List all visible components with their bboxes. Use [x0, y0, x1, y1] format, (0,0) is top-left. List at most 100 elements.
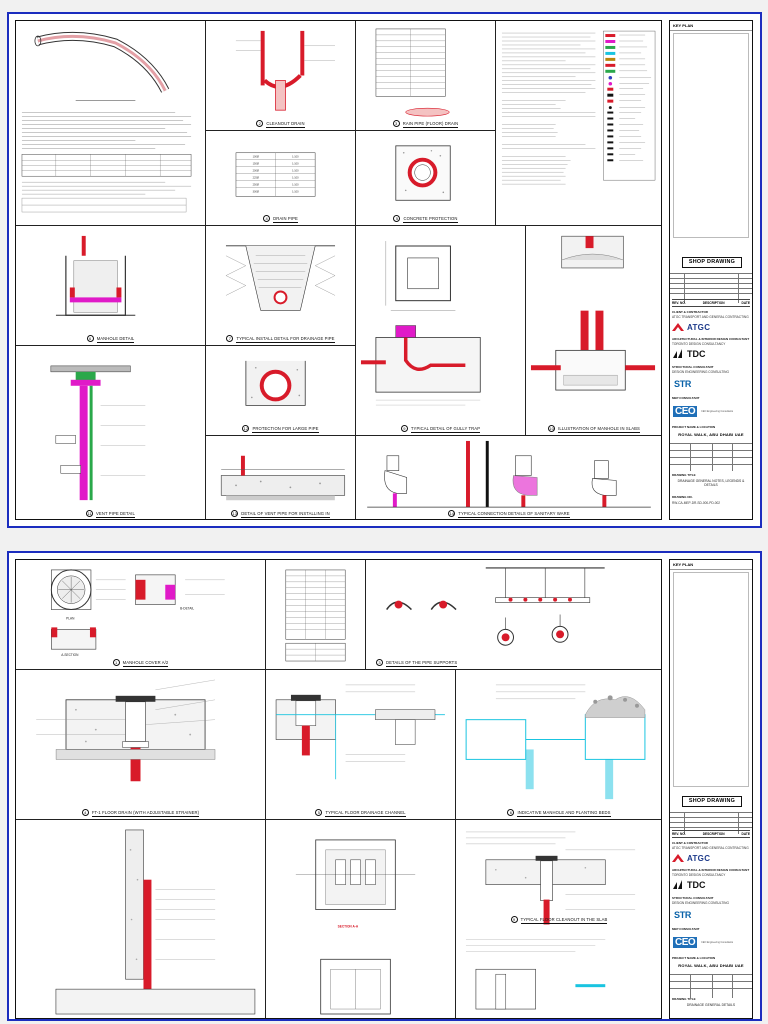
project-name: ROYAL WALK, ABU DHABI UAE [678, 432, 744, 437]
revision-header: REV. NO. DESCRIPTION DATE [672, 299, 750, 307]
general-notes-panel [16, 21, 206, 226]
pipe-slope-cell: 1:100 [292, 169, 299, 173]
pipe-size-cell: 150Ø [253, 162, 259, 166]
structural-name: DESIGN ENGINEERING CONSULTING [672, 901, 729, 905]
title-block-1: KEY PLAN SHOP DRAWING REV. NO. DESCRIPTI… [669, 20, 753, 520]
drawing-title: DRAINAGE GENERAL DETAILS [686, 1003, 736, 1007]
a-section-label: A-SECTION [61, 653, 79, 657]
revision-header: REV. NO. DESCRIPTION DATE [672, 830, 750, 838]
revision-grid [670, 273, 752, 303]
str-logo-row: STR [672, 377, 750, 391]
atgc-logo: ATGC [687, 322, 711, 332]
contractor-name: ATGC TRANSPORT AND GENERAL CONTRACTING [672, 846, 749, 850]
shop-drawing-stamp: SHOP DRAWING [682, 257, 742, 268]
key-plan-label: KEY PLAN [670, 560, 752, 570]
title-block-2: KEY PLAN SHOP DRAWING REV. NO. DESCRIPTI… [669, 559, 753, 1019]
key-plan-label: KEY PLAN [670, 21, 752, 31]
b-detail-label: B-DETAIL [180, 607, 194, 611]
key-plan-area [673, 33, 749, 238]
drawing-title-label: DRAWING TITLE [672, 997, 696, 1001]
structural-label: STRUCTURAL CONSULTANT [672, 896, 714, 900]
drawing-no-label: DRAWING NO. [672, 495, 693, 499]
pipe-slope-cell: 1:100 [292, 155, 299, 159]
pipe-size-cell: 225Ø [253, 175, 259, 179]
pipe-support-table-panel [266, 560, 366, 670]
pipe-slope-cell: 1:100 [292, 162, 299, 166]
ceo-logo: CEO [673, 405, 698, 417]
architect-name: TORONTO DESIGN CONSULTANCY [672, 342, 726, 346]
shop-drawing-stamp: SHOP DRAWING [682, 796, 742, 807]
ceo-logo-row: CEO CEO Engineering Consultants [672, 934, 750, 950]
ceo-name: CEO Engineering Consultants [701, 409, 734, 413]
ceo-name: CEO Engineering Consultants [701, 940, 734, 944]
client-contractor-label: CLIENT & CONTRACTOR [672, 310, 708, 314]
legend-panel [496, 21, 661, 226]
contractor-name: ATGC TRANSPORT AND GENERAL CONTRACTING [672, 315, 749, 319]
pipe-size-cell: 100Ø [253, 155, 259, 159]
pipe-slope-cell: 1:100 [292, 182, 299, 186]
ceo-logo: CEO [673, 936, 698, 948]
plan-label: PLAN [66, 616, 75, 620]
project-label: PROJECT NAME & LOCATION [672, 425, 716, 429]
drawing-number: RW-CA-MEP-DR-SD-000-PD-002 [672, 501, 721, 505]
revision-grid [670, 812, 752, 834]
tdc-mark-icon [673, 880, 682, 889]
ceo-logo-row: CEO CEO Engineering Consultants [672, 403, 750, 419]
tdc-logo: TDC [687, 349, 706, 359]
interceptor-section-panel: SECTION A-A [266, 820, 456, 1018]
client-contractor-label: CLIENT & CONTRACTOR [672, 841, 708, 845]
section-aa-label: SECTION A-A [338, 924, 359, 928]
pipe-size-cell: 200Ø [253, 169, 259, 173]
mep-label: MEP CONSULTANT [672, 927, 700, 931]
tdc-logo: TDC [687, 880, 706, 890]
atgc-mark-icon [672, 854, 684, 862]
details-grid [670, 974, 752, 998]
pipe-slope-cell: 1:100 [292, 189, 299, 193]
tdc-logo-row: TDC [672, 878, 750, 892]
drawing-title-label: DRAWING TITLE [672, 473, 696, 477]
architect-label: ARCHITECTURAL & INTERIOR DESIGN CONSULTA… [672, 337, 750, 341]
project-label: PROJECT NAME & LOCATION [672, 956, 716, 960]
tdc-logo-row: TDC [672, 347, 750, 361]
str-logo-row: STR [672, 908, 750, 922]
structural-name: DESIGN ENGINEERING CONSULTING [672, 370, 729, 374]
tdc-mark-icon [673, 349, 682, 358]
pipe-slope-cell: 1:100 [292, 175, 299, 179]
